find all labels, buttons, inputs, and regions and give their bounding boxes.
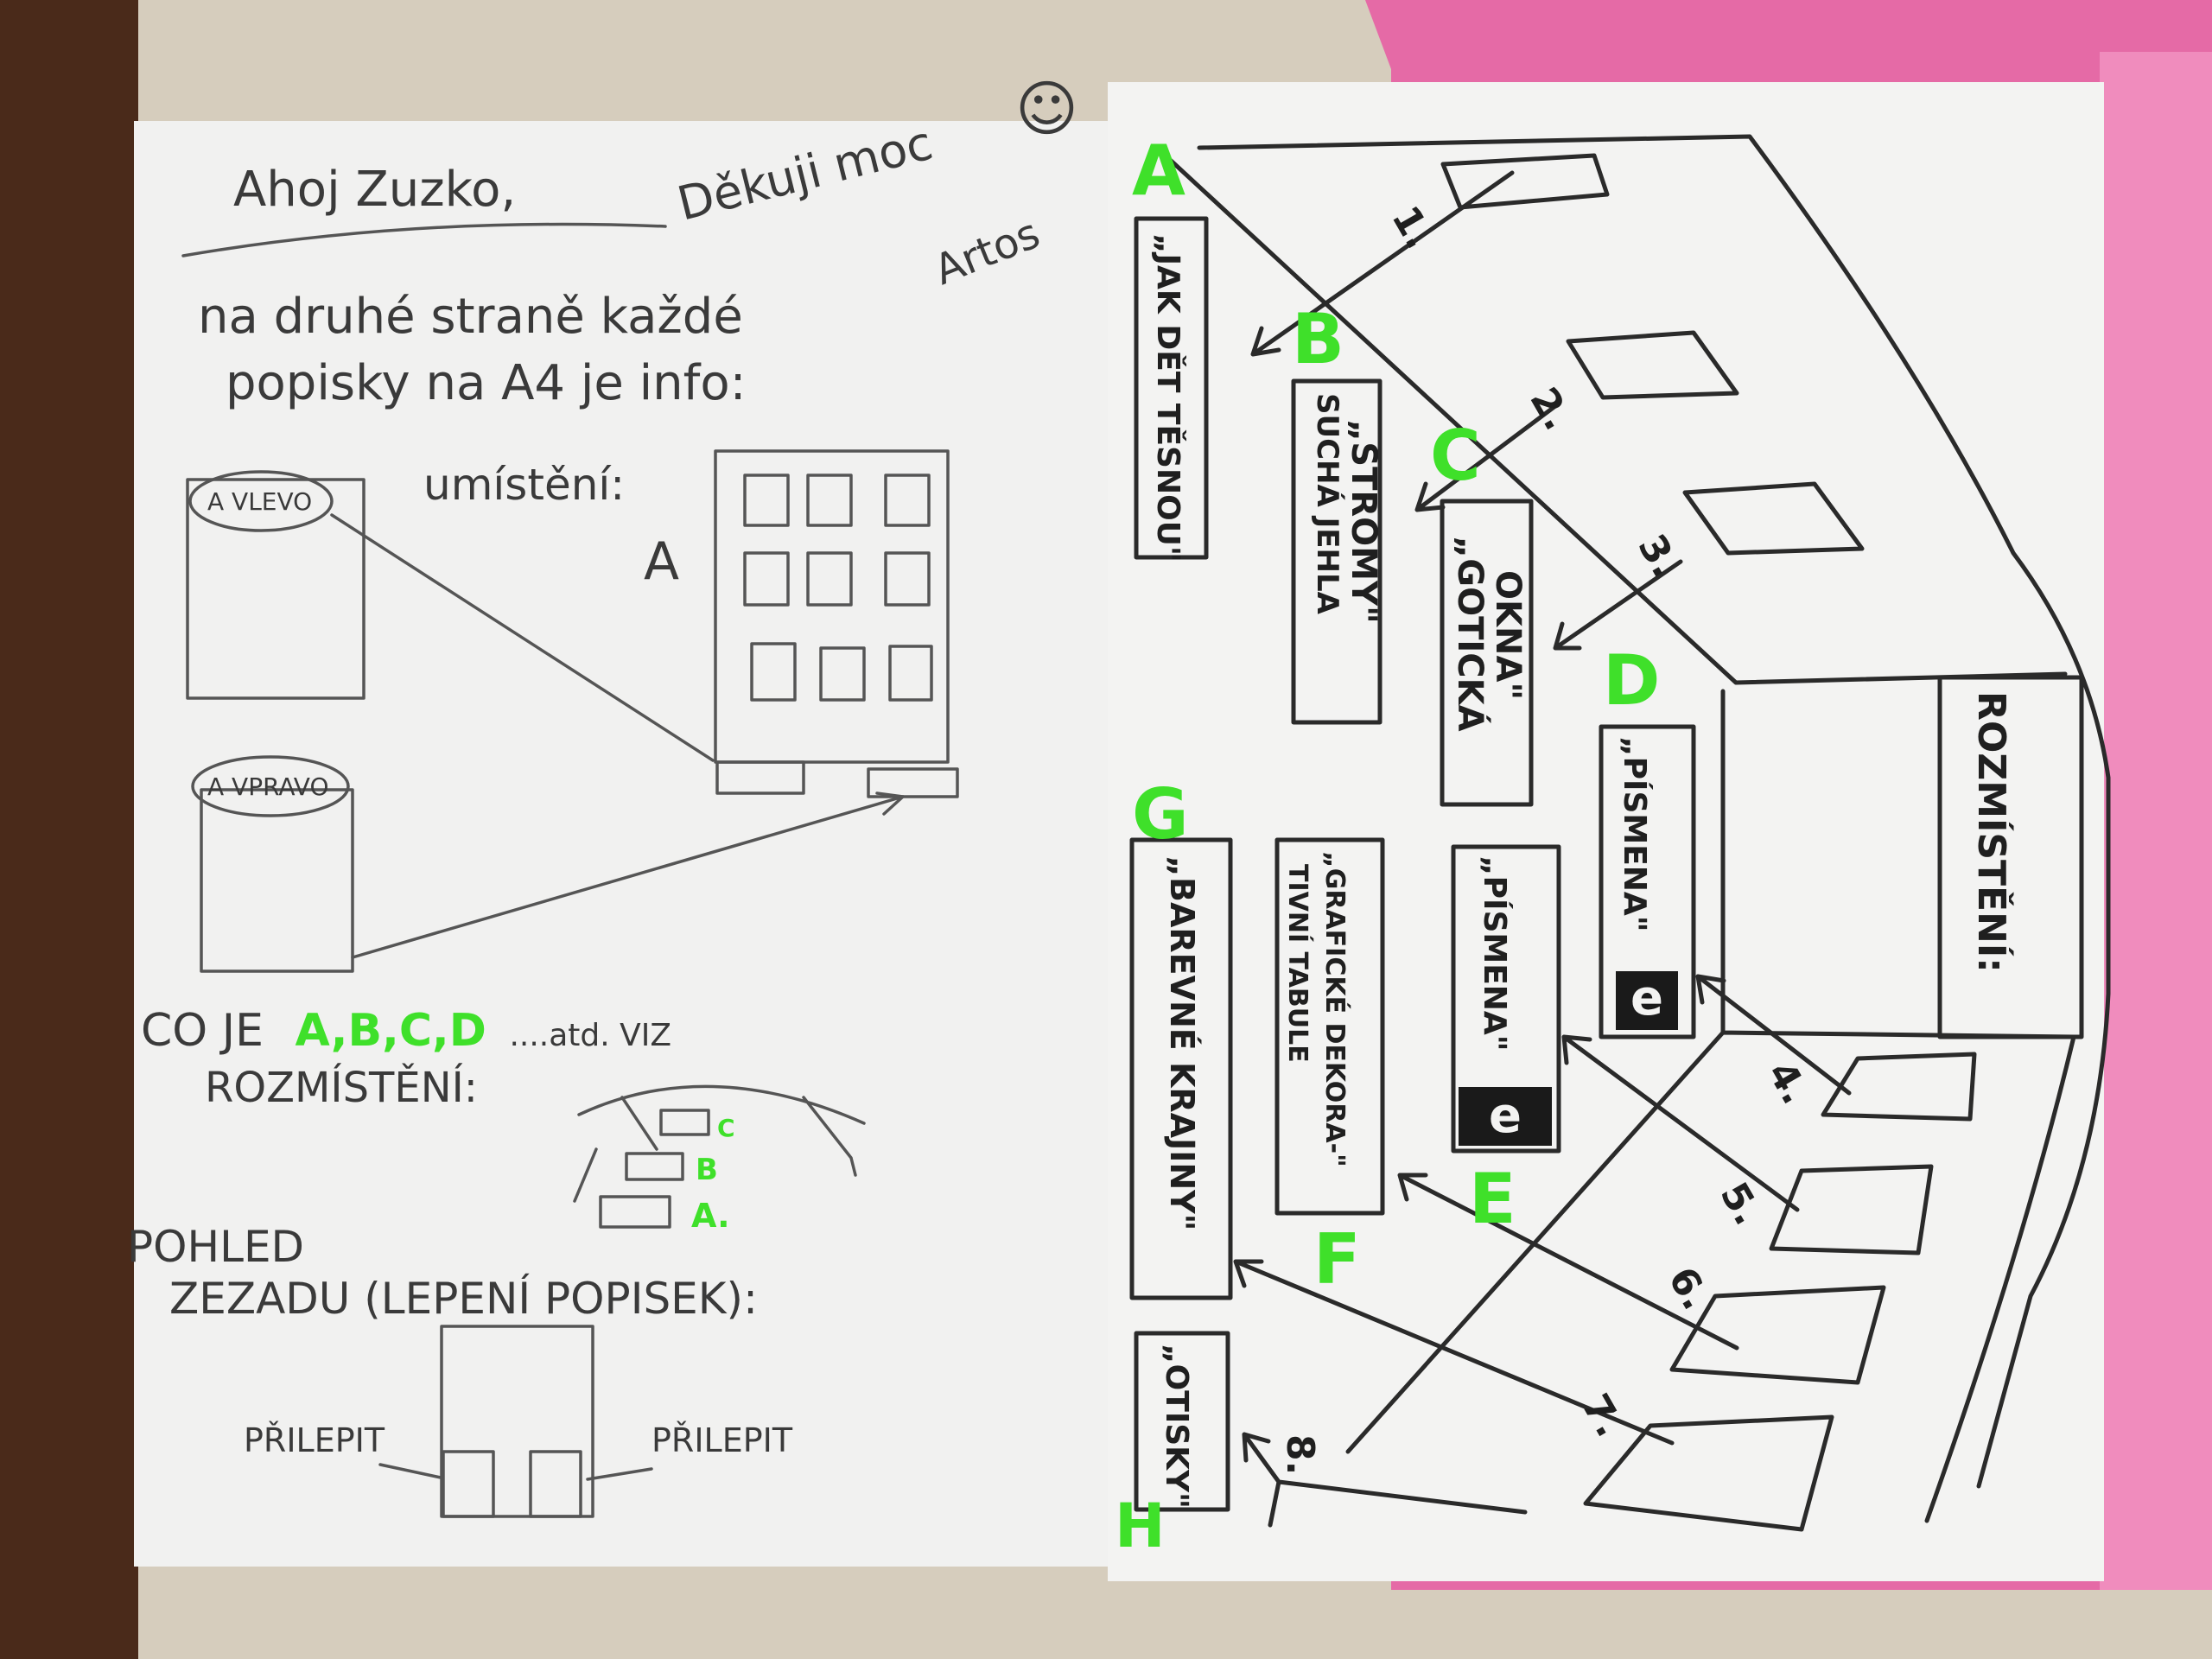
logo-letter: e [1489, 1088, 1522, 1144]
section-h: H „OTISKY" [1115, 1331, 1230, 1561]
folder-shadow [2100, 52, 2212, 1590]
svg-text:G: G [1132, 774, 1189, 855]
wooden-edge [0, 0, 138, 1659]
svg-text:B: B [1292, 299, 1344, 379]
layout-ref: ROZMÍSTĚNÍ: [205, 1063, 478, 1112]
mini-label-c: C [717, 1114, 735, 1142]
svg-text:E: E [1469, 1159, 1516, 1239]
svg-text:SUCHÁ JEHLA: SUCHÁ JEHLA [1310, 393, 1345, 615]
mini-layout-sketch [573, 1084, 866, 1229]
section-e: E „PÍSMENA" e [1451, 844, 1561, 1239]
back-view-1: POHLED [127, 1222, 304, 1272]
mini-label-b: B [696, 1153, 718, 1187]
placement-label: umístění: [423, 460, 625, 510]
svg-text:ROZMÍSTĚNÍ:: ROZMÍSTĚNÍ: [1969, 691, 2015, 973]
glue-left: PŘILEPIT [244, 1421, 385, 1459]
what-is-line: CO JE A,B,C,D ....atd. VIZ [141, 1005, 671, 1057]
left-label: A VLEVO [207, 487, 312, 516]
right-label: A VPRAVO [207, 772, 328, 801]
section-d: D „PÍSMENA" e [1599, 640, 1696, 1039]
info-line-2: popisky na A4 je info: [226, 355, 747, 411]
section-g: G „BAREVNÉ KRAJINY" [1129, 774, 1233, 1300]
right-page: 1. 2. 3. 4. 5. 6. 7. 8. A „JAK DĚT TĚSNO… [1108, 82, 2111, 1581]
building-sketch [714, 449, 959, 798]
building-letter: A [644, 531, 679, 592]
left-page: Ahoj Zuzko, Děkuji moc ☺ Artos na druhé … [127, 73, 1109, 1567]
info-line-1: na druhé straně každé [198, 289, 743, 345]
svg-text:F: F [1313, 1219, 1361, 1300]
svg-text:D: D [1603, 640, 1660, 721]
logo-letter: e [1630, 970, 1663, 1027]
svg-text:TIVNÍ TABULE: TIVNÍ TABULE [1282, 864, 1313, 1063]
svg-text:A: A [1132, 130, 1185, 211]
layout-title-box: ROZMÍSTĚNÍ: [1937, 675, 2084, 1039]
glue-right: PŘILEPIT [652, 1421, 793, 1459]
window-number-8: 8. [1278, 1434, 1322, 1475]
section-c: C „GOTICKÁ OKNA" [1430, 416, 1534, 807]
section-a: A „JAK DĚT TĚSNOU" [1132, 130, 1209, 563]
svg-text:„BAREVNÉ KRAJINY": „BAREVNÉ KRAJINY" [1163, 855, 1201, 1230]
back-view-2: ZEZADU (LEPENÍ POPISEK): [169, 1273, 758, 1324]
logo-box [1616, 971, 1678, 1030]
section-b: B SUCHÁ JEHLA „STROMY" [1291, 299, 1383, 725]
mini-label-a: A. [691, 1197, 730, 1235]
svg-text:„STROMY": „STROMY" [1344, 419, 1383, 624]
section-f: F „GRAFICKÉ DEKORA-" TIVNÍ TABULE [1274, 837, 1385, 1300]
svg-text:OKNA": OKNA" [1488, 570, 1528, 700]
svg-text:„PÍSMENA": „PÍSMENA" [1617, 736, 1653, 932]
svg-text:„PÍSMENA": „PÍSMENA" [1477, 855, 1513, 1052]
logo-box [1459, 1087, 1552, 1146]
smiley: ☺ [1015, 73, 1078, 144]
svg-text:„JAK DĚT TĚSNOU": „JAK DĚT TĚSNOU" [1150, 233, 1186, 563]
svg-text:„GRAFICKÉ DEKORA-": „GRAFICKÉ DEKORA-" [1319, 851, 1351, 1167]
svg-text:„OTISKY": „OTISKY" [1159, 1344, 1194, 1509]
svg-text:H: H [1115, 1491, 1166, 1561]
svg-text:„GOTICKÁ: „GOTICKÁ [1450, 536, 1491, 732]
svg-text:C: C [1430, 416, 1481, 496]
greeting: Ahoj Zuzko, [233, 162, 516, 218]
